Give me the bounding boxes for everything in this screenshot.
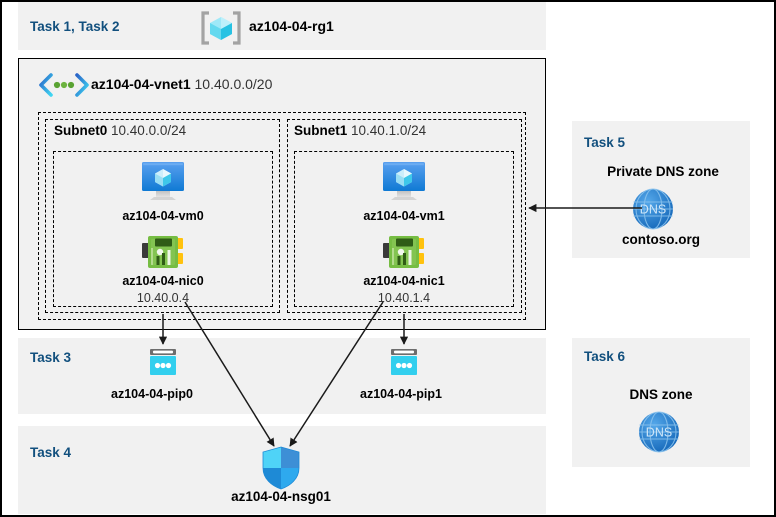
dns-zone-icon: DNS [631,187,675,231]
nic-1-label: az104-04-nic1 [363,274,445,288]
dns-icon-text: DNS [640,203,666,217]
subnet-1-box [287,119,522,313]
subnet-1-resource-box [294,151,514,307]
vnet-container [18,58,546,330]
task-label-6: Task 6 [584,349,626,364]
vm-1-label: az104-04-vm1 [363,209,445,223]
dns-zone-heading: DNS zone [629,387,693,402]
subnet-1-name: Subnet1 [294,123,348,138]
subnet-0-resource-box [53,151,273,307]
resource-group-name-text: az104-04-rg1 [249,18,334,34]
network-interface-icon [142,234,184,270]
nsg-label: az104-04-nsg01 [231,489,331,504]
task-label-3: Task 3 [30,350,72,365]
vm-0-label: az104-04-vm0 [122,209,204,223]
network-interface-icon [383,234,425,270]
nic-0-ip: 10.40.0.4 [136,291,190,305]
private-dns-zone-heading: Private DNS zone [607,164,719,179]
pip-1-label: az104-04-pip1 [360,387,442,401]
nic-1-ip: 10.40.1.4 [377,291,431,305]
dns-zone-icon: DNS [637,410,681,454]
subnets-wrapper [38,112,526,320]
vnet-cidr: 10.40.0.0/20 [194,76,273,92]
subnet-0-box [45,119,280,313]
subnet-0-name: Subnet0 [54,123,108,138]
virtual-network-icon [37,72,91,98]
subnet-0-cidr: 10.40.0.0/24 [111,123,187,138]
resource-group-icon [199,10,243,46]
resource-group-name: az104-04-rg1 [249,18,334,34]
private-dns-zone-name: contoso.org [622,232,700,247]
public-ip-address-icon [386,347,422,379]
dns-icon-text: DNS [646,426,672,440]
task-label-4: Task 4 [30,445,72,460]
task-label-1-2: Task 1, Task 2 [30,19,120,34]
task-label-5: Task 5 [584,135,626,150]
nic-0-label: az104-04-nic0 [122,274,204,288]
virtual-machine-icon [137,159,189,205]
vnet-name-text: az104-04-vnet1 [91,76,191,92]
public-ip-address-icon [145,347,181,379]
subnet-0-title: Subnet0 10.40.0.0/24 [54,123,186,138]
task-5-panel [572,121,750,258]
task-3-band [18,338,546,414]
subnet-1-cidr: 10.40.1.0/24 [351,123,427,138]
network-security-group-icon [259,445,303,491]
resource-group-band [18,2,546,50]
subnet-1-title: Subnet1 10.40.1.0/24 [294,123,426,138]
pip-0-label: az104-04-pip0 [111,387,193,401]
virtual-machine-icon [378,159,430,205]
vnet-name: az104-04-vnet1 10.40.0.0/20 [91,76,272,92]
